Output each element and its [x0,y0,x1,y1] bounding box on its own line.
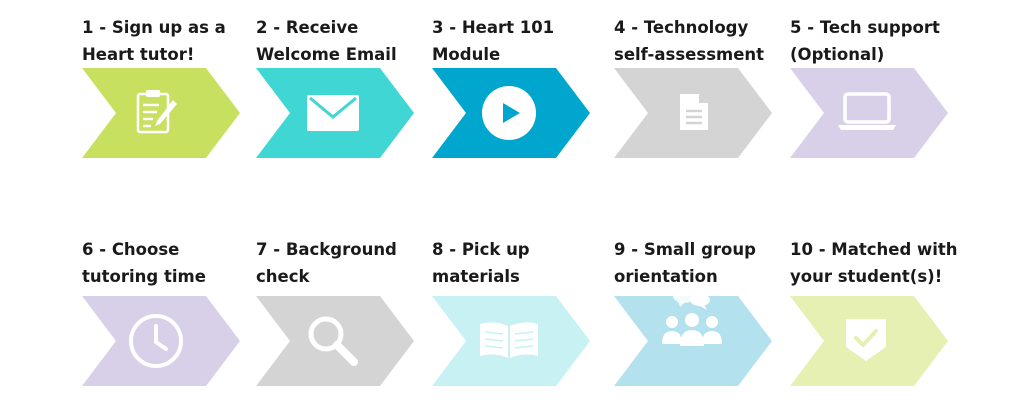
step-label: 10 - Matched with your student(s)! [790,240,958,286]
step-chevron [256,68,414,158]
step-label: 9 - Small group orientation [614,240,756,286]
chevron-shape [82,68,240,158]
document-icon [680,94,708,130]
step-label: 2 - Receive Welcome Email [256,18,397,64]
step-label: 4 - Technology self-assessment [614,18,765,64]
chevron-shape [790,68,948,158]
chevron-shape [82,296,240,386]
checkmark-badge-icon [846,319,886,361]
clipboard-pencil-icon [136,90,177,134]
step-chevron [82,296,240,386]
step-label: 1 - Sign up as a Heart tutor! [82,18,226,64]
step-chevron [256,296,414,386]
book-icon [480,322,538,358]
laptop-icon [838,92,896,130]
clock-icon [129,314,183,368]
step-chevron [82,68,240,158]
play-icon [482,86,536,140]
step-label: 8 - Pick up materials [432,240,530,286]
step-label: 3 - Heart 101 Module [432,18,555,64]
step-chevron [614,289,772,386]
chevron-shape [256,296,414,386]
step-chevron [432,296,590,386]
step-chevron [614,68,772,158]
step-chevron [790,296,948,386]
envelope-icon [307,95,359,131]
step-label: 7 - Background check [256,240,397,286]
step-label: 5 - Tech support (Optional) [790,18,940,64]
group-chat-icon [662,289,722,346]
step-chevron [790,68,948,158]
magnifier-icon [308,316,358,366]
step-chevron [432,68,590,158]
step-label: 6 - Choose tutoring time [82,240,206,286]
